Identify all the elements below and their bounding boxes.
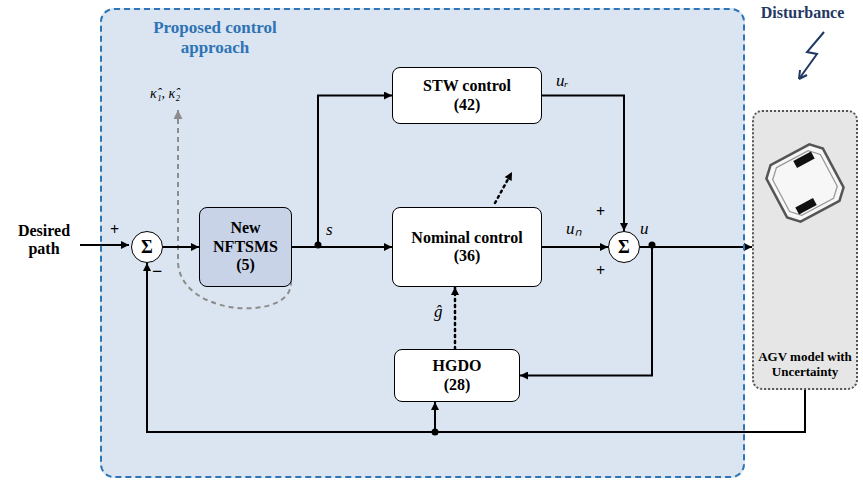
control-region: Proposed control approachΣ New NFTSMS(5) S… xyxy=(100,8,745,478)
signal-connector xyxy=(542,246,608,248)
signal-connector xyxy=(292,246,392,248)
node-text: AGV model with Uncertainty xyxy=(757,350,853,380)
node-text: HGDO xyxy=(433,357,482,375)
node-text: New NFTSMS xyxy=(204,219,287,256)
node-text: (42) xyxy=(454,96,481,114)
signal-connector xyxy=(542,96,624,232)
plant-ground xyxy=(752,110,858,390)
signal-connector xyxy=(163,246,199,248)
signal-connector xyxy=(147,263,805,432)
estimate-connector xyxy=(454,287,457,349)
parameter-label: κ̂₁, κ̂₂ xyxy=(150,86,180,101)
node-text: Σ xyxy=(618,237,630,258)
sign-label: + xyxy=(110,221,119,239)
process-box: STW control(42) xyxy=(392,67,542,124)
signal-name: uᵣ xyxy=(556,72,569,91)
sign-label: + xyxy=(596,262,605,280)
agv-body xyxy=(762,140,849,227)
signal-name: uₙ xyxy=(566,220,582,239)
summing-junction: Σ xyxy=(608,231,640,263)
process-box: Nominal control(36) xyxy=(392,207,542,287)
region-heading: Proposed control approach xyxy=(120,18,310,57)
agv-wheel xyxy=(795,198,816,214)
signal-name: u xyxy=(640,220,649,239)
node-text: (36) xyxy=(454,247,481,265)
input-label: Desired path xyxy=(6,222,82,257)
signal-name: s xyxy=(326,221,333,240)
disturbance-label: Disturbance xyxy=(745,4,860,22)
agv-illustration xyxy=(762,140,849,227)
node-text: (28) xyxy=(444,376,471,394)
node-text: Σ xyxy=(141,237,153,258)
node-text: Nominal control xyxy=(411,229,522,247)
input-arrow xyxy=(80,244,129,246)
disturbance-bolt-head xyxy=(799,70,807,79)
node-text: STW control xyxy=(423,77,511,95)
observer-box: HGDO(28) xyxy=(394,349,520,402)
signal-connector xyxy=(292,96,392,248)
disturbance-bolt xyxy=(799,32,824,79)
signal-name: ĝ xyxy=(434,303,443,322)
adaptation-arrow xyxy=(495,172,512,203)
plant-box: AGV model with Uncertainty xyxy=(752,110,858,390)
sign-label: + xyxy=(596,203,605,221)
agv-inner-outline xyxy=(768,146,841,219)
sign-label: − xyxy=(152,262,162,282)
node-text: (5) xyxy=(236,256,255,274)
signal-connector xyxy=(640,246,752,248)
summing-junction: Σ xyxy=(131,231,163,263)
region-ground xyxy=(100,8,745,478)
agv-wheel xyxy=(793,152,814,168)
sliding-surface-box: New NFTSMS(5) xyxy=(199,207,292,287)
